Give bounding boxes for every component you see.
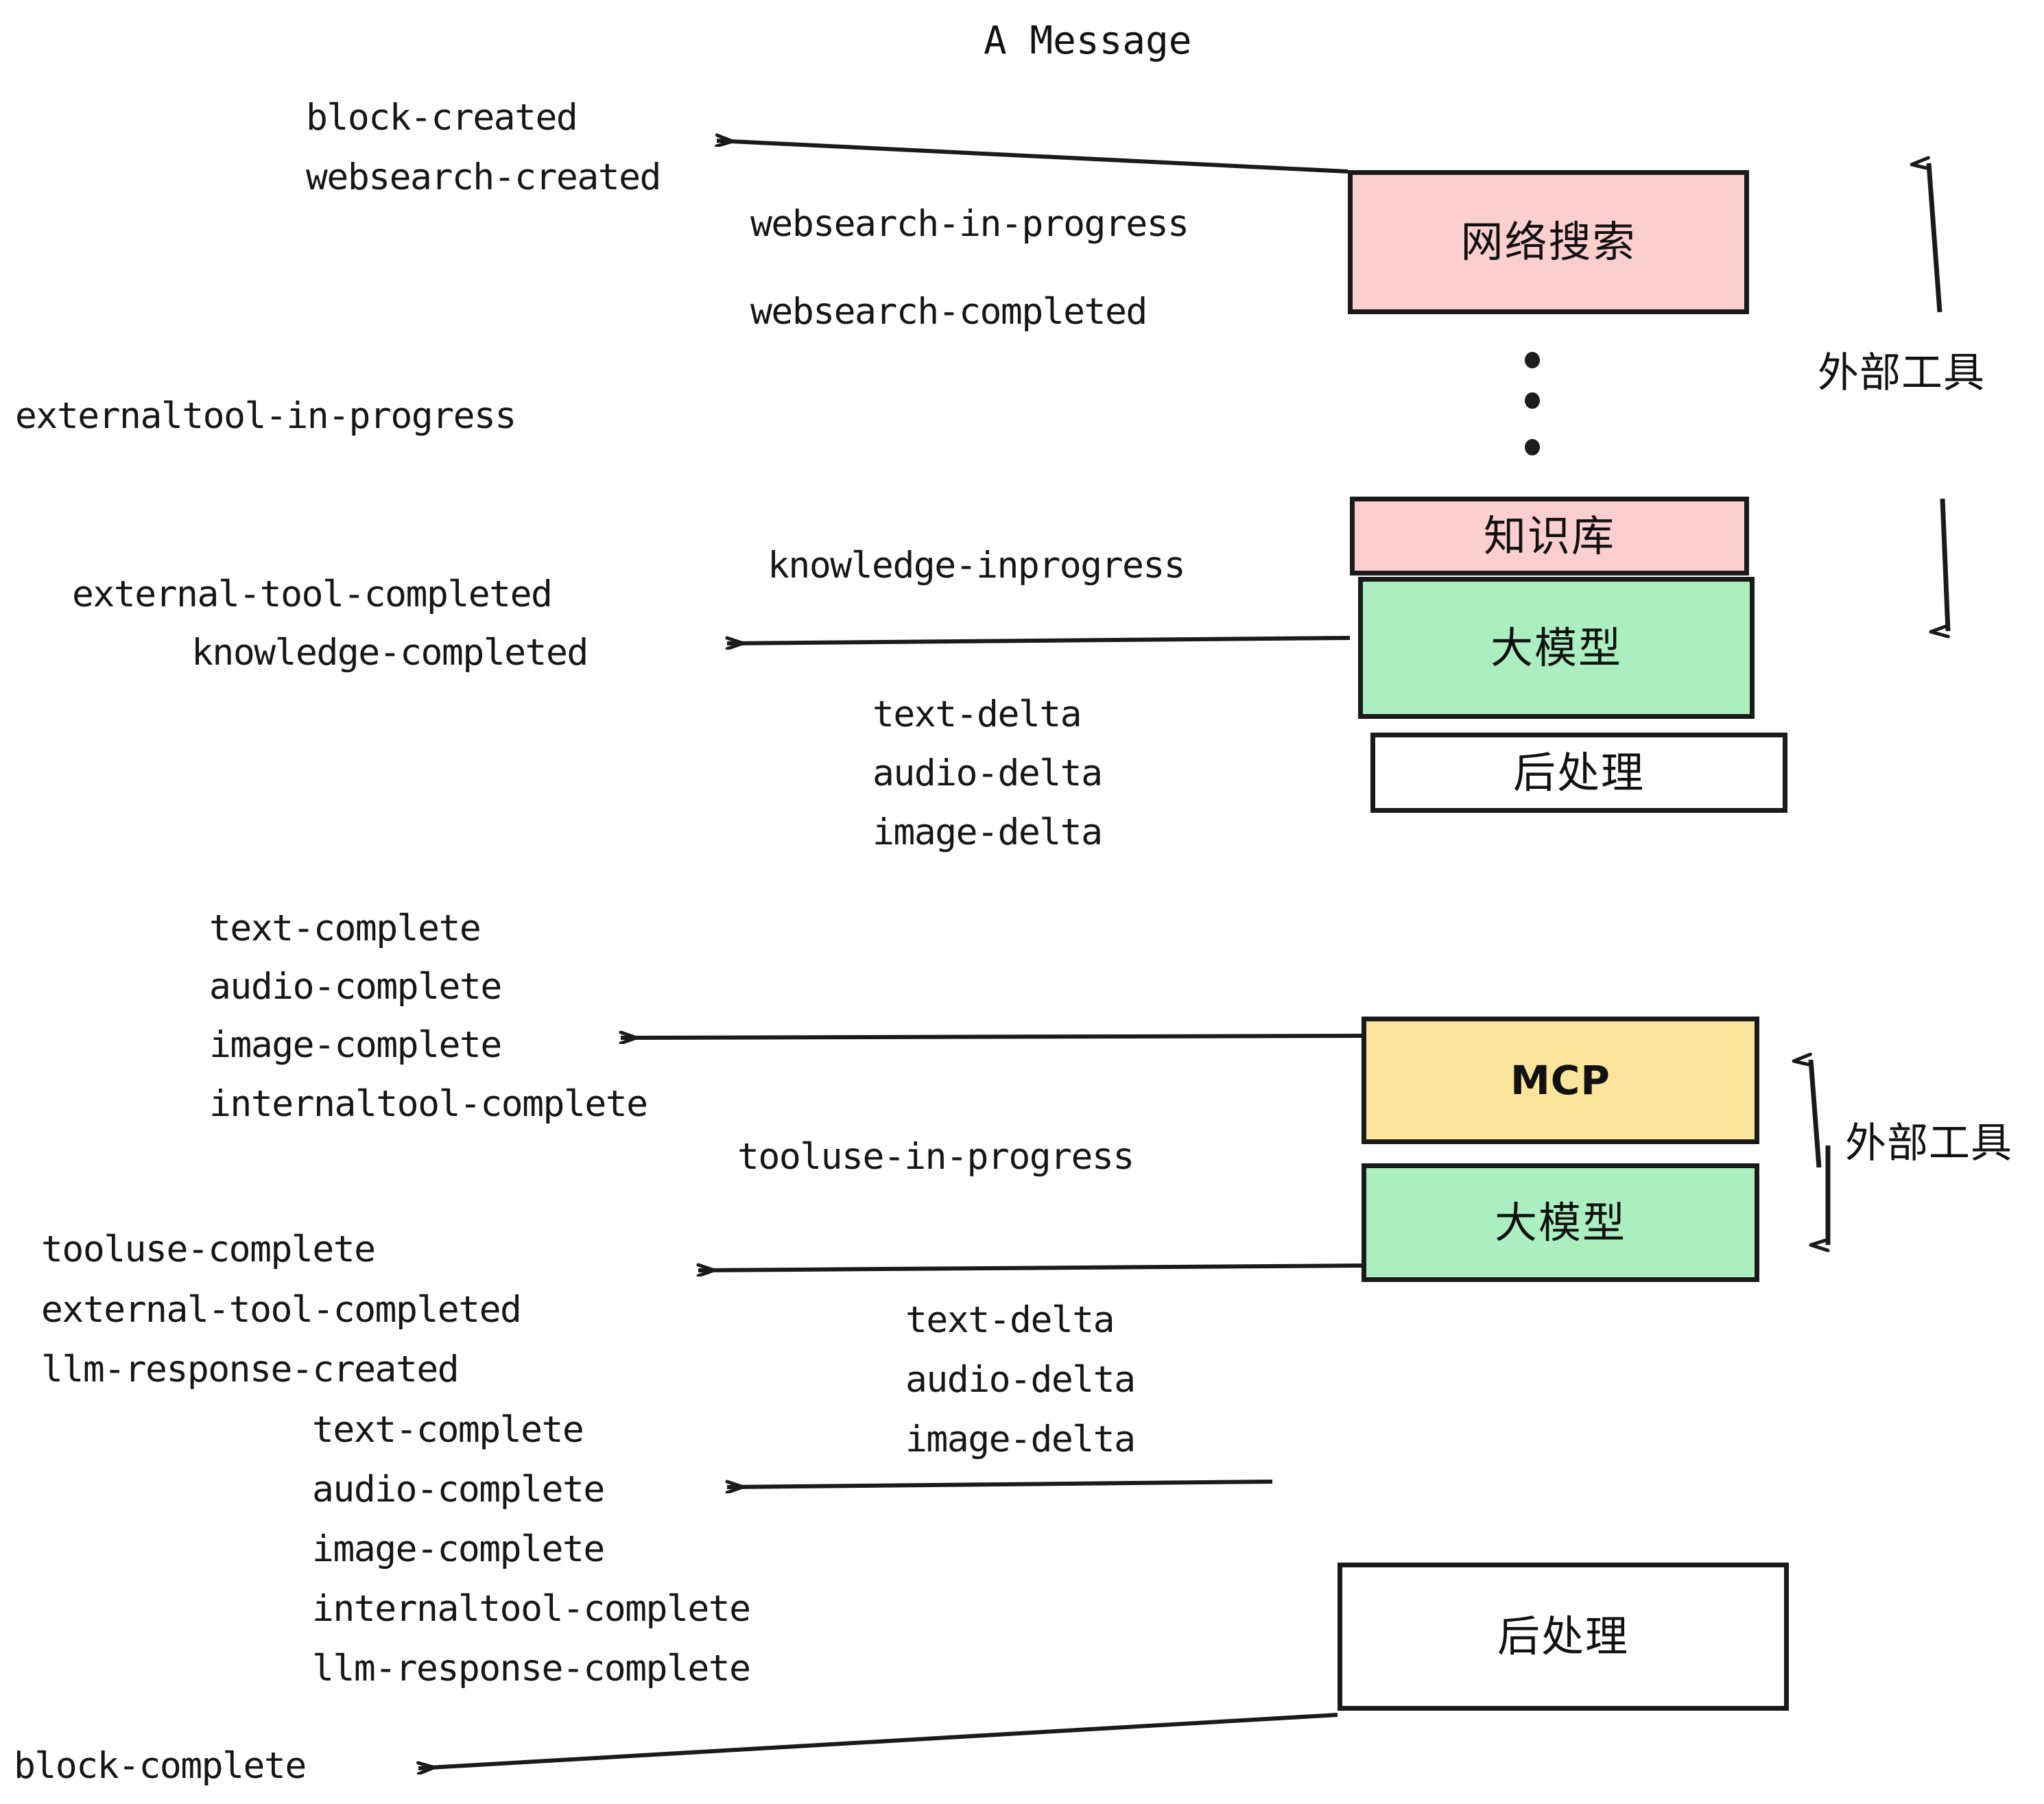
node-postprocess-2[interactable]: 后处理	[1338, 1563, 1789, 1711]
event-tooluse-in-progress: tooluse-in-progress	[737, 1136, 1134, 1178]
event-text-delta-2: text-delta	[905, 1299, 1115, 1341]
node-websearch-label: 网络搜索	[1460, 217, 1637, 267]
event-block-complete: block-complete	[14, 1745, 307, 1787]
node-postprocess-2-label: 后处理	[1497, 1611, 1629, 1661]
event-audio-complete-1: audio-complete	[209, 966, 502, 1008]
event-websearch-completed: websearch-completed	[750, 291, 1148, 333]
arrow-audio-complete	[727, 1480, 1273, 1487]
event-external-tool-completed-2: external-tool-completed	[41, 1289, 522, 1331]
event-knowledge-completed: knowledge-completed	[191, 632, 589, 674]
event-internaltool-complete-1: internaltool-complete	[209, 1083, 648, 1125]
node-knowledge[interactable]: 知识库	[1350, 497, 1749, 575]
event-websearch-in-progress: websearch-in-progress	[750, 203, 1189, 245]
event-external-tool-completed-1: external-tool-completed	[72, 573, 553, 615]
arrow-block-complete	[418, 1713, 1338, 1768]
event-websearch-created: websearch-created	[306, 156, 661, 198]
node-postprocess-1-label: 后处理	[1512, 747, 1645, 798]
event-tooluse-complete: tooluse-complete	[41, 1229, 376, 1270]
arrow-external-tools-top-up	[1929, 163, 1942, 313]
node-llm-2-label: 大模型	[1494, 1197, 1626, 1248]
ellipsis-dot	[1525, 392, 1540, 409]
node-llm-1-label: 大模型	[1490, 622, 1622, 673]
arrow-external-tools-top-down	[1942, 498, 1951, 631]
event-image-delta-2: image-delta	[905, 1419, 1136, 1460]
event-text-complete-2: text-complete	[312, 1409, 584, 1451]
arrow-image-complete	[621, 1036, 1371, 1038]
event-image-delta-1: image-delta	[872, 811, 1103, 853]
ellipsis-dot	[1525, 439, 1540, 455]
event-llm-response-created: llm-response-created	[41, 1349, 460, 1390]
event-text-complete-1: text-complete	[209, 907, 482, 949]
node-llm-1[interactable]: 大模型	[1358, 577, 1755, 719]
node-knowledge-label: 知识库	[1483, 510, 1615, 561]
node-postprocess-1[interactable]: 后处理	[1370, 733, 1787, 813]
event-audio-complete-2: audio-complete	[312, 1469, 605, 1510]
event-audio-delta-1: audio-delta	[872, 752, 1103, 794]
event-image-complete-2: image-complete	[312, 1528, 605, 1570]
side-label-external-tools-bottom: 外部工具	[1845, 1119, 2012, 1167]
node-mcp-label: MCP	[1510, 1057, 1611, 1104]
arrow-external-tools-bottom-up	[1811, 1060, 1822, 1168]
ellipsis-dot	[1525, 352, 1540, 368]
arrow-tooluse-complete	[698, 1266, 1362, 1270]
event-externaltool-in-progress: externaltool-in-progress	[15, 395, 516, 437]
side-label-external-tools-top: 外部工具	[1818, 349, 1985, 397]
event-block-created: block-created	[306, 97, 578, 139]
event-internaltool-complete-2: internaltool-complete	[312, 1588, 751, 1630]
event-image-complete-1: image-complete	[209, 1024, 502, 1066]
node-websearch[interactable]: 网络搜索	[1348, 170, 1749, 314]
page-title: A Message	[984, 19, 1192, 63]
event-llm-response-complete: llm-response-complete	[312, 1648, 751, 1689]
arrow-websearch-created	[717, 141, 1348, 174]
event-audio-delta-2: audio-delta	[905, 1359, 1136, 1401]
arrow-knowledge-completed	[727, 636, 1351, 643]
event-text-delta-1: text-delta	[872, 693, 1082, 735]
event-knowledge-inprogress: knowledge-inprogress	[768, 545, 1186, 586]
node-llm-2[interactable]: 大模型	[1362, 1163, 1759, 1282]
node-mcp[interactable]: MCP	[1362, 1017, 1759, 1144]
